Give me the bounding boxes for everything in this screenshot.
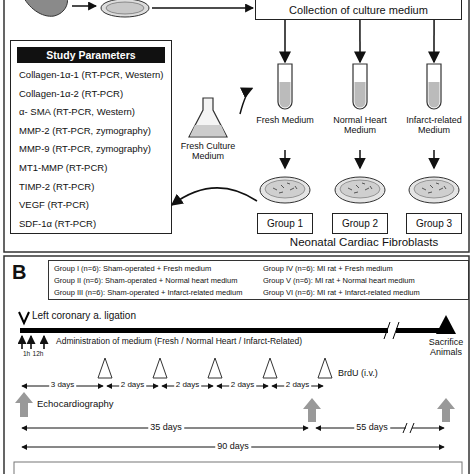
- group-description: Group V (n=6): MI rat + Normal heart med…: [263, 275, 415, 287]
- annotation-label: Neonatal Cardiac Fibroblasts: [290, 236, 438, 249]
- culture-dish: [101, 0, 149, 17]
- group-node: Group 2: [332, 168, 388, 234]
- annotation-label: Administration of medium (Fresh / Normal…: [56, 337, 302, 347]
- heart-illustration: [22, 0, 68, 16]
- timeline-break: [410, 423, 414, 433]
- annotation-label: 2 days: [119, 380, 147, 389]
- group-box: Group 2: [332, 213, 388, 234]
- flask-label: Fresh Culture Medium: [176, 142, 240, 162]
- box-label: Collection of culture medium: [289, 4, 428, 16]
- parameter-item: VEGF (RT-PCR): [19, 199, 89, 210]
- flow-arrow: [359, 20, 361, 62]
- timeline-break: [403, 423, 407, 433]
- brdu-triangle: [153, 358, 167, 378]
- parameter-item: MMP-2 (RT-PCR, zymography): [19, 125, 151, 136]
- annotation-label: 2 days: [284, 380, 312, 389]
- tube-shape: [252, 62, 318, 114]
- dish-shape: [332, 168, 388, 208]
- admin-arrow: [43, 336, 45, 349]
- group-box: Group 3: [406, 213, 462, 234]
- annotation-label: Echocardiography: [37, 399, 114, 410]
- box-node: Collection of culture medium: [255, 0, 462, 20]
- admin-arrow: [21, 336, 23, 349]
- annotation-label: 2 days: [174, 380, 202, 389]
- annotation-label: Sacrifice Animals: [421, 337, 471, 358]
- annotation-label: 35 days: [148, 422, 184, 432]
- tube-label: Infarct-related Medium: [401, 116, 467, 136]
- dish-shape: [257, 168, 313, 208]
- echo-arrow: [303, 398, 321, 422]
- parameter-item: α- SMA (RT-PCR, Western): [19, 106, 135, 117]
- group-description: Group I (n=6): Sham-operated + Fresh med…: [54, 263, 211, 275]
- tube-node: Normal Heart Medium: [327, 62, 393, 150]
- flask-node: Fresh Culture Medium: [176, 96, 240, 168]
- sacrifice-triangle: [436, 315, 456, 334]
- brdu-triangle: [263, 358, 277, 378]
- annotation-label: 2 days: [229, 380, 257, 389]
- parameter-item: MMP-9 (RT-PCR, zymography): [19, 143, 151, 154]
- dish-shape: [406, 168, 462, 208]
- annotation-label: 12h: [33, 350, 44, 357]
- timeline-break: [393, 322, 399, 339]
- group-description: Group II (n=6): Sham-operated + Normal h…: [54, 275, 237, 287]
- echo-arrow: [15, 392, 33, 417]
- cropped-box: [14, 462, 462, 474]
- parameter-item: Collagen-1α-2 (RT-PCR): [19, 88, 123, 99]
- parameter-item: MT1-MMP (RT-PCR): [19, 162, 107, 173]
- annotation-label: 3 days: [49, 380, 77, 389]
- process-arrow: [72, 5, 96, 7]
- tube-shape: [327, 62, 393, 114]
- panel-header: Study Parameters: [17, 47, 165, 63]
- annotation-label: Left coronary a. ligation: [32, 310, 136, 322]
- panel-a-frame: [4, 0, 469, 252]
- process-arrow: [152, 7, 253, 9]
- flask-shape: [176, 96, 240, 140]
- echo-arrow: [437, 398, 455, 422]
- tube-label: Normal Heart Medium: [327, 116, 393, 136]
- parameter-item: SDF-1α (RT-PCR): [19, 218, 96, 229]
- annotation-label: B: [12, 261, 26, 284]
- annotation-label: 55 days: [354, 422, 390, 432]
- parameter-item: Collagen-1α-1 (RT-PCR, Western): [19, 69, 164, 80]
- group-list-box: Group I (n=6): Sham-operated + Fresh med…: [48, 260, 469, 300]
- study-node: Study ParametersCollagen-1α-1 (RT-PCR, W…: [10, 40, 172, 234]
- flow-arrow: [359, 150, 361, 168]
- tube-shape: [401, 62, 467, 114]
- group-box: Group 1: [257, 213, 313, 234]
- parameter-item: TIMP-2 (RT-PCR): [19, 181, 94, 192]
- flow-arrow: [433, 150, 435, 168]
- group-description: Group IV (n=6): MI rat + Fresh medium: [263, 263, 393, 275]
- panel-b-frame: [4, 256, 469, 474]
- timeline-break: [384, 322, 390, 339]
- group-description: Group VI (n=6): MI rat + Infarct-related…: [263, 287, 420, 299]
- group-description: Group III (n=6): Sham-operated + Infarct…: [54, 287, 242, 299]
- brdu-triangle: [208, 358, 222, 378]
- annotation-label: 1h: [23, 350, 30, 357]
- ligation-mark: [19, 312, 29, 323]
- flow-arrow: [284, 20, 286, 62]
- annotation-label: BrdU (i.v.): [338, 368, 378, 378]
- flow-arrow: [433, 20, 435, 62]
- group-node: Group 3: [406, 168, 462, 234]
- group-node: Group 1: [257, 168, 313, 234]
- culture-dish-inner: [106, 2, 144, 14]
- tube-node: Fresh Medium: [252, 62, 318, 150]
- annotation-label: 90 days: [215, 441, 251, 451]
- flow-arrow: [284, 150, 286, 168]
- flow-arrow: [240, 88, 252, 114]
- admin-arrow: [30, 336, 32, 349]
- tube-label: Fresh Medium: [252, 116, 318, 126]
- timeline-bar: [20, 328, 446, 333]
- brdu-triangle: [98, 358, 112, 378]
- tube-node: Infarct-related Medium: [401, 62, 467, 150]
- flow-arrow: [172, 188, 257, 205]
- brdu-triangle: [318, 358, 332, 378]
